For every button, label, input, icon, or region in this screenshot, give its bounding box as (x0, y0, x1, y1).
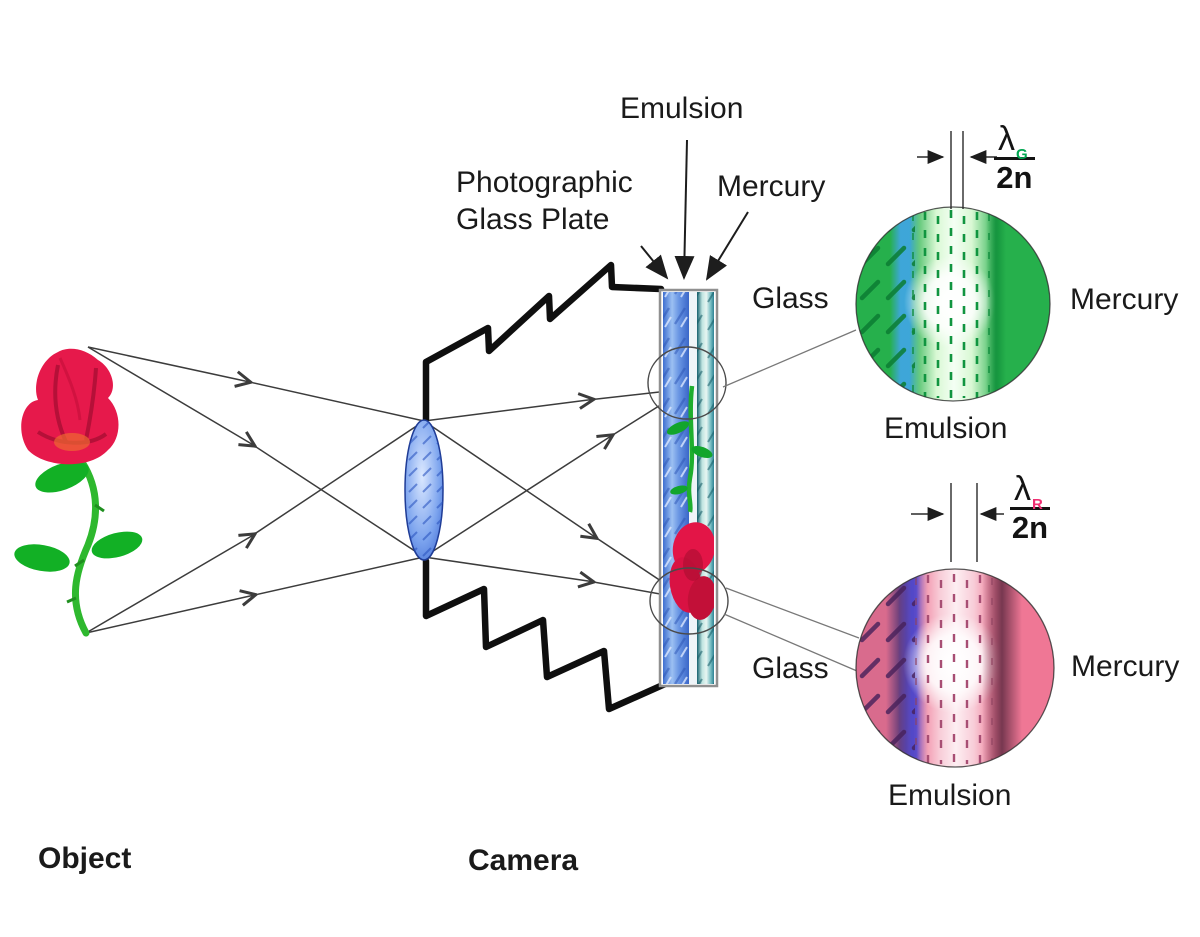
inverted-rose-image (666, 385, 714, 620)
label-mercury-red: Mercury (1071, 650, 1180, 683)
label-arrows (640, 139, 749, 281)
label-glass-top: Glass (752, 282, 829, 315)
label-mercury-green: Mercury (1070, 283, 1179, 316)
lambda-g-subscript: G (1016, 146, 1028, 163)
camera-bellows (422, 261, 669, 713)
red-magnified-view (855, 568, 1055, 768)
label-emulsion-top: Emulsion (620, 92, 744, 125)
denominator-2n-red: 2n (1011, 510, 1049, 545)
rose-object (14, 348, 143, 637)
callout-circles (647, 329, 860, 672)
label-object: Object (38, 842, 132, 875)
label-photographic-line1: Photographic (456, 166, 633, 199)
lambda-g: λ (998, 120, 1015, 158)
label-mercury-top: Mercury (717, 170, 826, 203)
dimension-indicator-green (917, 131, 997, 209)
formula-lambda-g-over-2n: λG 2n (994, 122, 1035, 196)
label-emulsion-green: Emulsion (884, 412, 1008, 445)
label-camera: Camera (468, 844, 579, 877)
green-magnified-view (855, 206, 1051, 402)
label-photographic-line2: Glass Plate (456, 203, 610, 236)
label-glass-bottom: Glass (752, 652, 829, 685)
light-rays (85, 346, 689, 634)
denominator-2n-green: 2n (996, 160, 1033, 195)
label-photographic-glass-plate: Photographic Glass Plate (456, 164, 633, 238)
label-emulsion-red: Emulsion (888, 779, 1012, 812)
lambda-r-subscript: R (1032, 496, 1043, 513)
camera-lens (404, 419, 444, 561)
dimension-indicator-red (911, 483, 1004, 562)
formula-lambda-r-over-2n: λR 2n (1010, 472, 1050, 546)
lambda-r: λ (1014, 470, 1031, 508)
